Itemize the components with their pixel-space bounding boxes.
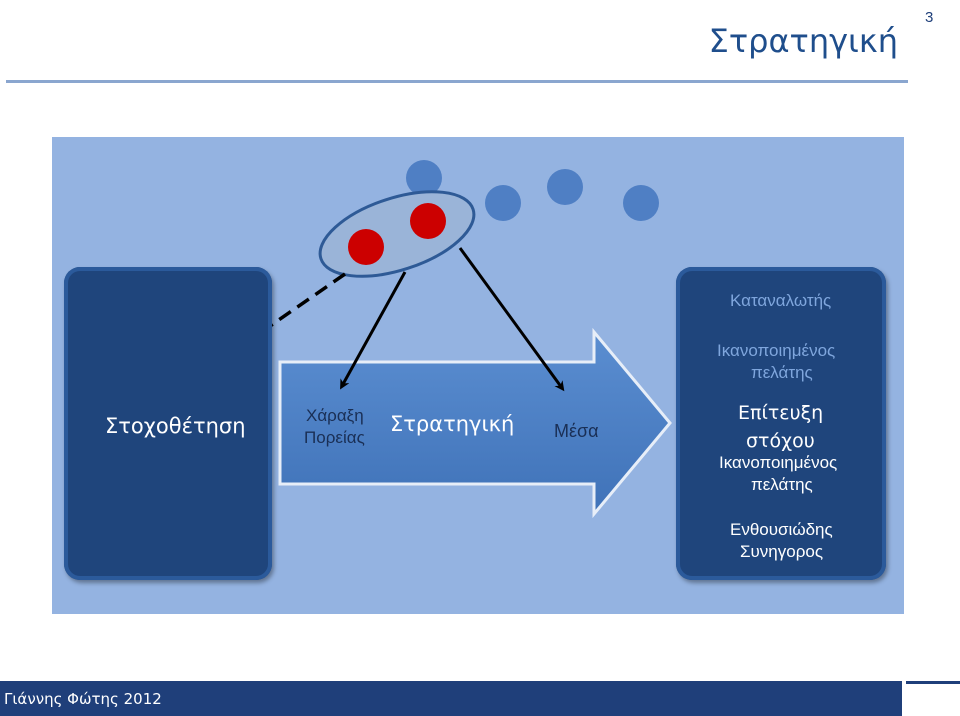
red-dot <box>410 203 446 239</box>
satisfied-customer-2-line2: πελάτης <box>751 475 813 494</box>
goal-setting-box <box>64 267 272 580</box>
satisfied-customer-1-line2: πελάτης <box>751 363 813 382</box>
red-dot <box>348 229 384 265</box>
strategy-arrow-shape <box>278 327 672 519</box>
goal-setting-label: Στοχοθέτηση <box>105 414 246 438</box>
satisfied-customer-1-line1: Ικανοποιημένος <box>717 341 836 360</box>
blue-dot <box>406 160 442 196</box>
enthusiastic-advocate-line1: Ενθουσιώδης <box>730 520 833 539</box>
arrow-to-route <box>340 271 407 390</box>
consumer-label: Καταναλωτής <box>730 291 832 310</box>
blue-dot <box>547 169 583 205</box>
footer-bar: Γιάννης Φώτης 2012 <box>0 681 902 716</box>
enthusiastic-advocate-line2: Συνηγορος <box>740 542 824 561</box>
satisfied-customer-2-line1: Ικανοποιημένος <box>719 453 838 472</box>
outcome-box <box>676 267 886 580</box>
goal-achievement-line2: στόχου <box>746 430 815 452</box>
footer: Γιάννης Φώτης 2012 <box>0 681 960 716</box>
goal-achievement-line1: Επίτευξη <box>738 402 824 424</box>
selection-ellipse <box>318 190 476 278</box>
slide-title: Στρατηγική <box>708 22 898 60</box>
route-label-line1: Χάραξη <box>306 406 364 425</box>
strategy-label: Στρατηγική <box>390 412 515 436</box>
arrow-to-means <box>458 247 565 392</box>
blue-dot <box>485 185 521 221</box>
blue-dot <box>623 185 659 221</box>
means-label: Μέσα <box>554 421 599 441</box>
footer-author: Γιάννης Φώτης 2012 <box>4 690 162 708</box>
page-number: 3 <box>925 9 934 26</box>
route-label-line2: Πορείας <box>304 428 365 447</box>
title-rule <box>6 80 908 83</box>
title-area: Στρατηγική <box>0 0 960 84</box>
page-number-box <box>906 681 960 716</box>
